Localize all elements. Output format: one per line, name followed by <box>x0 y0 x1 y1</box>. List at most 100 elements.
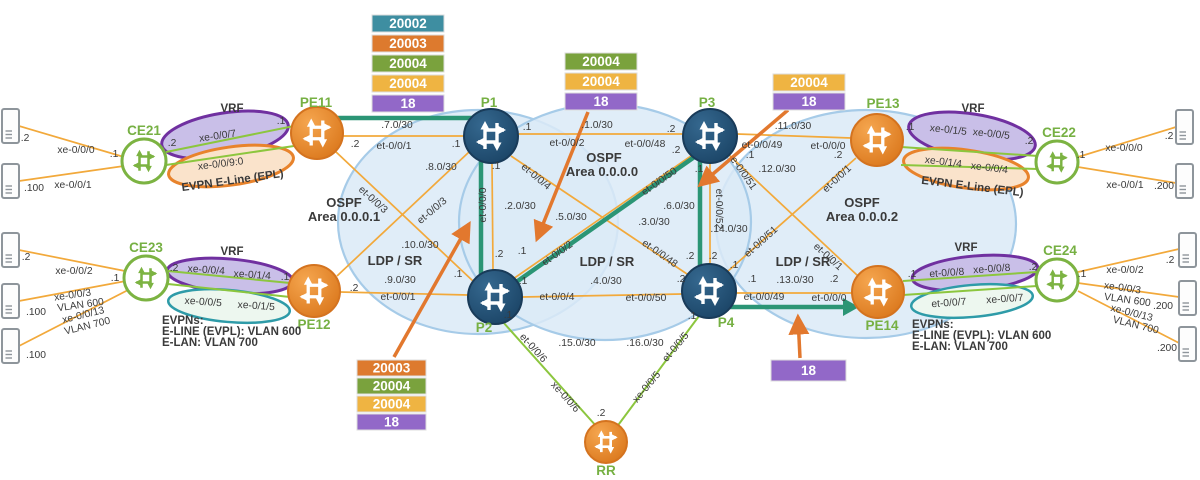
diagram-label: .5.0/30 <box>555 212 587 223</box>
diagram-label: et-0/0/0 <box>478 187 489 222</box>
diagram-label: .200 <box>1157 343 1177 354</box>
diagram-label: .1 <box>492 161 501 172</box>
mpls-label-value: 20004 <box>389 76 427 91</box>
link-line <box>18 280 127 302</box>
diagram-label: OSPF <box>844 195 879 210</box>
router-label-p1: P1 <box>481 95 498 110</box>
diagram-label: Area 0.0.0.1 <box>308 209 380 224</box>
diagram-label: .2 <box>686 251 695 262</box>
host-icon <box>1 283 20 319</box>
host-icon <box>1 328 20 364</box>
diagram-label: .2.0/30 <box>504 201 536 212</box>
diagram-label: VRF <box>221 246 244 258</box>
mpls-label-value: 20004 <box>373 397 411 412</box>
router-label-pe11: PE11 <box>300 95 333 110</box>
router-label-rr: RR <box>596 463 616 478</box>
router-ce21 <box>120 137 168 185</box>
diagram-label: et-0/0/1 <box>381 292 416 303</box>
diagram-label: OSPF <box>326 195 361 210</box>
diagram-label: .1 <box>111 273 120 284</box>
diagram-label: .2 <box>672 145 681 156</box>
link-line <box>491 162 494 271</box>
diagram-label: xe-0/0/5 <box>631 369 664 405</box>
diagram-label: .1 <box>110 149 119 160</box>
router-pe14 <box>851 265 905 319</box>
mpls-label-value: 18 <box>593 94 609 109</box>
diagram-label: xe-0/0/3 <box>1103 280 1142 296</box>
mpls-label-box: 18 <box>356 413 427 431</box>
link-line <box>1077 282 1180 298</box>
diagram-label: xe-0/0/4 <box>970 161 1009 176</box>
diagram-label: .15.0/30 <box>558 338 595 349</box>
diagram-label: et-0/0/7 <box>931 297 967 310</box>
diagram-label: et-0/0/0 <box>812 293 847 304</box>
diagram-label: E-LAN: VLAN 700 <box>912 341 1008 353</box>
diagram-label: .2 <box>830 274 839 285</box>
mpls-label-box: 20004 <box>371 74 445 93</box>
mpls-label-value: 20004 <box>373 379 411 394</box>
diagram-label: EVPNs: <box>162 315 204 327</box>
diagram-label: .100 <box>24 183 44 194</box>
link-line <box>1077 166 1177 184</box>
link-line <box>18 289 129 347</box>
mpls-label-value: 20004 <box>389 56 427 71</box>
diagram-label: .6.0/30 <box>663 201 695 212</box>
diagram-label: .1 <box>906 122 915 133</box>
diagram-label: .200 <box>1153 301 1173 312</box>
mpls-label-value: 20002 <box>389 16 427 31</box>
diagram-label: .12.0/30 <box>758 164 795 175</box>
router-label-p4: P4 <box>718 315 735 330</box>
mpls-label-value: 18 <box>801 94 817 109</box>
host-icon <box>1 163 20 199</box>
mpls-label-value: 18 <box>384 415 400 430</box>
mpls-label-box: 20004 <box>356 377 427 395</box>
host-icon <box>1175 109 1194 145</box>
diagram-label: .8.0/30 <box>425 162 457 173</box>
diagram-label: LDP / SR <box>368 253 423 268</box>
link-line <box>900 164 1039 170</box>
link-line <box>1077 248 1180 273</box>
diagram-label: VRF <box>221 103 244 115</box>
epl-oval-pe11 <box>167 143 295 189</box>
diagram-label: .100 <box>26 307 46 318</box>
link-line <box>726 157 857 273</box>
diagram-label: .1 <box>688 311 697 322</box>
diagram-label: .1 <box>730 260 739 271</box>
diagram-label: .10.0/30 <box>401 240 438 251</box>
mpls-label-box: 20003 <box>356 359 427 377</box>
mpls-label-box: 20004 <box>564 72 638 91</box>
diagram-label: .3.0/30 <box>638 217 670 228</box>
diagram-label: .1 <box>748 274 757 285</box>
diagram-label: .1 <box>695 164 704 175</box>
diagram-label: xe-0/0/5 <box>972 127 1010 142</box>
host-icon <box>1178 326 1197 362</box>
diagram-label: .2 <box>1029 262 1038 273</box>
mpls-label-box: 18 <box>564 92 638 111</box>
mpls-label-box: 20004 <box>356 395 427 413</box>
host-icon <box>1 232 20 268</box>
link-line <box>510 155 691 277</box>
diagram-label: xe-0/0/7 <box>198 128 237 144</box>
diagram-label: .14.0/30 <box>710 224 747 235</box>
diagram-label: .2 <box>834 150 843 161</box>
link-line <box>512 155 692 280</box>
diagram-label: .2 <box>351 139 360 150</box>
diagram-label: xe-0/0/0 <box>57 145 94 156</box>
diagram-label: .2 <box>168 138 177 149</box>
host-icon <box>1178 280 1197 316</box>
router-label-ce21: CE21 <box>127 123 161 138</box>
mpls-label-value: 18 <box>801 363 817 378</box>
mpls-label-value: 20003 <box>389 36 427 51</box>
router-label-p3: P3 <box>699 95 716 110</box>
diagram-label: LDP / SR <box>580 254 635 269</box>
mpls-label-box: 20004 <box>564 52 638 71</box>
mpls-label-box: 20004 <box>772 73 846 92</box>
mpls-label-box: 20002 <box>371 14 445 33</box>
diagram-label: xe-0/1/4 <box>233 269 271 283</box>
diagram-label: xe-0/0/4 <box>187 264 225 278</box>
diagram-label: xe-0/0/7 <box>986 293 1024 307</box>
diagram-label: xe-0/0/0 <box>1105 143 1142 154</box>
diagram-label: xe-0/0/6 <box>548 380 581 415</box>
diagram-label: .2 <box>709 251 718 262</box>
